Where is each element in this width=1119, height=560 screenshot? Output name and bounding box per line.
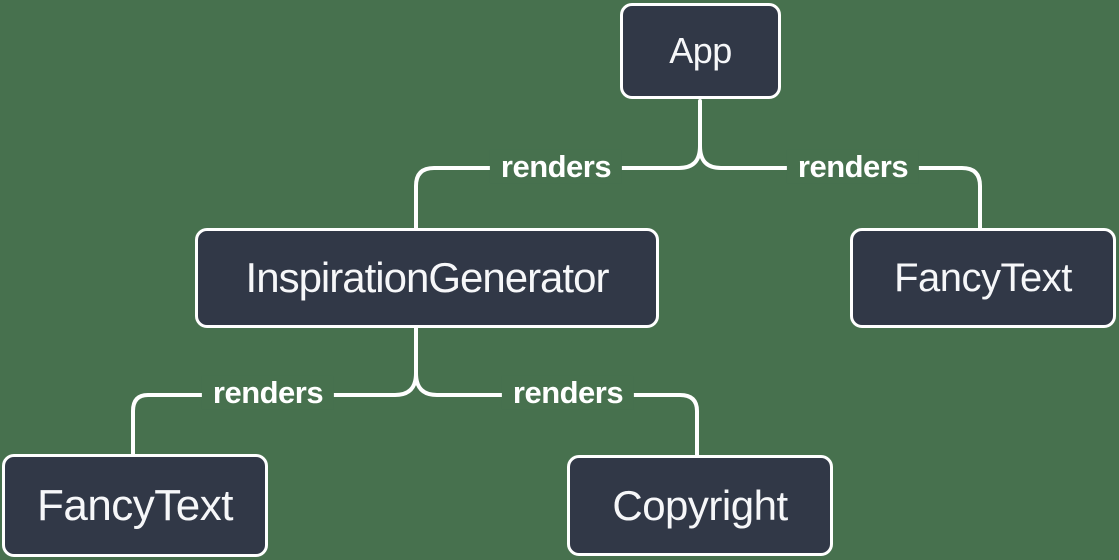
edge-label-inspiration-fancytext-renders: renders <box>201 375 335 411</box>
node-fancy-text-bottom: FancyText <box>2 454 268 557</box>
node-copyright: Copyright <box>567 455 833 556</box>
edge-app-to-fancy-text <box>698 144 982 231</box>
node-fancy-text-top: FancyText <box>850 228 1116 328</box>
node-inspiration-generator: InspirationGenerator <box>195 228 659 328</box>
edge-inspiration-generator-to-copyright <box>414 371 699 458</box>
edge-label-app-inspiration-renders: renders <box>489 149 623 185</box>
node-app: App <box>620 3 781 99</box>
edge-label-app-fancytext-renders: renders <box>786 149 920 185</box>
edge-label-inspiration-copyright-renders: renders <box>501 375 635 411</box>
